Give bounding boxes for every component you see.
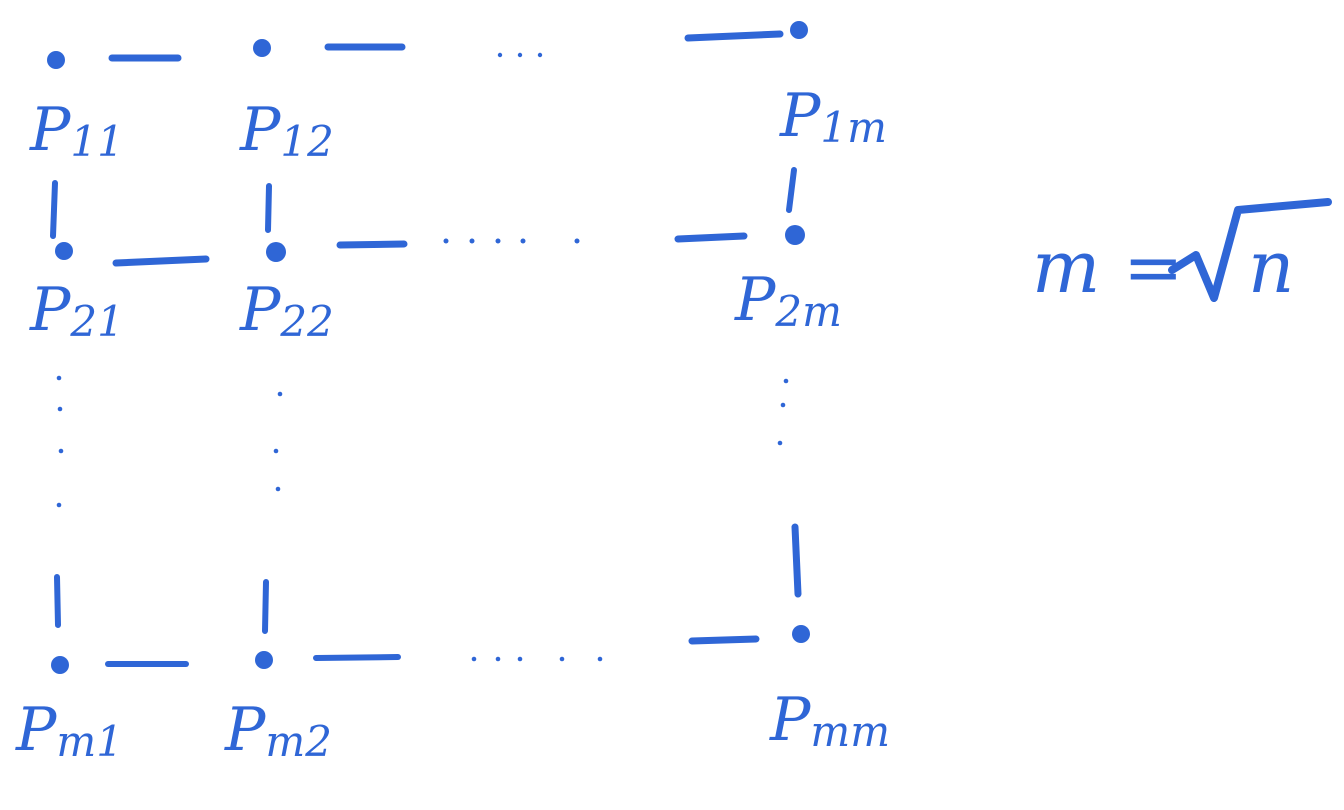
node-dot-p2m <box>785 225 805 245</box>
edge-to-pm2 <box>262 579 269 634</box>
node-label-p21: P21 <box>29 275 124 346</box>
formula-lhs: m = <box>1032 225 1184 309</box>
node-label-pm2: Pm2 <box>224 695 332 766</box>
edge-p21-p22 <box>112 255 210 267</box>
row-2-connectors <box>112 232 748 267</box>
node-label-p1m: P1m <box>779 81 887 152</box>
node-label-pmm: Pmm <box>769 685 890 756</box>
row-1-connectors <box>108 30 784 62</box>
edge-to-pmm <box>791 523 802 598</box>
row-2-ellipsis <box>443 238 580 244</box>
column-m-ellipsis <box>777 378 789 446</box>
column-2-connectors <box>262 183 283 634</box>
formula: m = n <box>1032 198 1332 309</box>
edge-p12-p22 <box>265 183 272 233</box>
edge-p22-next <box>336 240 408 249</box>
node-dot-p11 <box>47 51 65 69</box>
node-label-p11: P11 <box>29 95 124 166</box>
row-1-ellipsis <box>497 52 543 58</box>
row-m-connectors <box>105 635 760 667</box>
edge-prev-pmm <box>688 635 760 645</box>
node-dot-p21 <box>55 242 73 260</box>
node-dot-pm1 <box>51 656 69 674</box>
edge-prev-p2m <box>674 232 748 243</box>
edge-to-pm1 <box>54 574 61 628</box>
column-2-ellipsis <box>273 391 283 492</box>
column-m-connectors <box>777 167 802 598</box>
row-m-ellipsis <box>471 656 603 662</box>
edge-p11-p21 <box>50 180 58 239</box>
edge-pm2-next <box>313 654 401 661</box>
node-dot-pmm <box>792 625 810 643</box>
node-label-pm1: Pm1 <box>15 695 123 766</box>
edge-prev-p1m <box>684 30 784 42</box>
node-dot-p12 <box>253 39 271 57</box>
node-dot-p22 <box>266 242 286 262</box>
formula-radicand: n <box>1248 225 1294 309</box>
node-dot-p1m <box>790 21 808 39</box>
column-1-connectors <box>50 180 64 628</box>
edge-p1m-p2m <box>786 167 797 213</box>
node-label-p2m: P2m <box>734 265 842 336</box>
node-label-p12: P12 <box>239 95 334 166</box>
node-label-p22: P22 <box>239 275 334 346</box>
column-1-ellipsis <box>56 375 64 508</box>
node-dot-pm2 <box>255 651 273 669</box>
square-root-icon <box>1168 198 1332 302</box>
